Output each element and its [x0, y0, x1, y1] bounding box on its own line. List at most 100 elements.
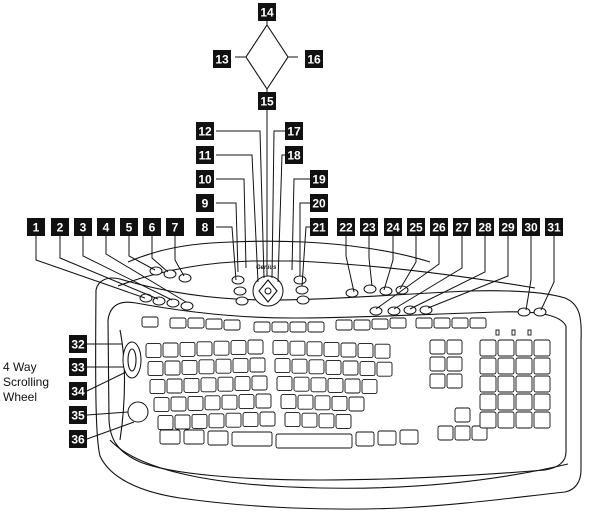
function-key[interactable] [469, 317, 487, 329]
alpha-key[interactable] [200, 377, 217, 393]
alpha-key[interactable] [213, 340, 230, 356]
alpha-key[interactable] [297, 394, 314, 410]
alpha-key[interactable] [323, 341, 340, 357]
bottom-row-key[interactable] [275, 433, 353, 449]
hotkey-button[interactable] [152, 296, 166, 306]
function-key[interactable] [169, 317, 187, 329]
hotkey-button[interactable] [295, 285, 309, 295]
numpad-key[interactable] [497, 339, 515, 357]
function-key[interactable] [433, 317, 451, 329]
alpha-key[interactable] [272, 340, 289, 356]
numpad-key[interactable] [497, 411, 515, 429]
alpha-key[interactable] [306, 341, 323, 357]
alpha-key[interactable] [164, 360, 181, 376]
bottom-row-key[interactable] [183, 429, 205, 445]
numpad-key[interactable] [533, 339, 551, 357]
hotkey-button[interactable] [178, 273, 192, 283]
alpha-key[interactable] [170, 396, 187, 412]
navigation-key[interactable] [446, 373, 463, 389]
alpha-key[interactable] [280, 394, 297, 410]
hotkey-button[interactable] [231, 275, 245, 285]
alpha-key[interactable] [274, 358, 291, 374]
function-key[interactable] [223, 319, 241, 331]
arrow-key[interactable] [437, 425, 454, 441]
alpha-key[interactable] [215, 358, 232, 374]
alpha-key[interactable] [325, 359, 342, 375]
alpha-key[interactable] [217, 376, 234, 392]
function-key[interactable] [253, 321, 271, 333]
numpad-key[interactable] [515, 375, 533, 393]
alpha-key[interactable] [340, 342, 357, 358]
function-key[interactable] [307, 321, 325, 333]
function-key[interactable] [187, 317, 205, 329]
alpha-key[interactable] [310, 377, 327, 393]
numpad-key[interactable] [515, 357, 533, 375]
alpha-key[interactable] [348, 396, 365, 412]
function-key[interactable] [353, 319, 371, 331]
hotkey-button[interactable] [387, 306, 401, 316]
numpad-key[interactable] [479, 393, 497, 411]
function-key[interactable] [141, 316, 159, 328]
navigation-key[interactable] [446, 339, 463, 355]
numpad-key[interactable] [515, 339, 533, 357]
alpha-key[interactable] [314, 395, 331, 411]
function-key[interactable] [289, 321, 307, 333]
alpha-key[interactable] [276, 376, 293, 392]
hotkey-button[interactable] [296, 295, 310, 305]
alpha-key[interactable] [174, 414, 191, 430]
navigation-pad-center[interactable] [264, 287, 272, 295]
hotkey-button[interactable] [180, 301, 194, 311]
numpad-key[interactable] [515, 393, 533, 411]
side-round-button[interactable] [127, 401, 149, 423]
numpad-key[interactable] [479, 339, 497, 357]
navigation-key[interactable] [429, 373, 446, 389]
alpha-key[interactable] [145, 343, 162, 359]
hotkey-button[interactable] [233, 286, 247, 296]
numpad-key[interactable] [497, 357, 515, 375]
numpad-key[interactable] [479, 375, 497, 393]
alpha-key[interactable] [291, 358, 308, 374]
alpha-key[interactable] [293, 376, 310, 392]
function-key[interactable] [271, 321, 289, 333]
alpha-key[interactable] [225, 412, 242, 428]
alpha-key[interactable] [232, 358, 249, 374]
alpha-key[interactable] [376, 361, 393, 377]
function-key[interactable] [389, 317, 407, 329]
alpha-key[interactable] [187, 395, 204, 411]
alpha-key[interactable] [344, 378, 361, 394]
hotkey-button[interactable] [517, 307, 531, 317]
bottom-row-key[interactable] [207, 430, 229, 446]
alpha-key[interactable] [196, 341, 213, 357]
bottom-row-key[interactable] [231, 431, 273, 447]
alpha-key[interactable] [234, 376, 251, 392]
arrow-key[interactable] [454, 407, 471, 423]
alpha-key[interactable] [230, 340, 247, 356]
alpha-key[interactable] [342, 360, 359, 376]
numpad-key[interactable] [479, 411, 497, 429]
function-key[interactable] [335, 319, 353, 331]
alpha-key[interactable] [301, 412, 318, 428]
alpha-key[interactable] [147, 361, 164, 377]
function-key[interactable] [451, 317, 469, 329]
alpha-key[interactable] [374, 343, 391, 359]
alpha-key[interactable] [221, 394, 238, 410]
alpha-key[interactable] [331, 395, 348, 411]
numpad-key[interactable] [479, 357, 497, 375]
alpha-key[interactable] [191, 413, 208, 429]
alpha-key[interactable] [238, 394, 255, 410]
numpad-key[interactable] [497, 393, 515, 411]
navigation-key[interactable] [446, 356, 463, 372]
alpha-key[interactable] [157, 415, 174, 431]
function-key[interactable] [415, 317, 433, 329]
alpha-key[interactable] [153, 397, 170, 413]
hotkey-button[interactable] [163, 269, 177, 279]
numpad-key[interactable] [515, 411, 533, 429]
navigation-key[interactable] [429, 339, 446, 355]
bottom-row-key[interactable] [399, 429, 419, 445]
alpha-key[interactable] [289, 340, 306, 356]
alpha-key[interactable] [183, 377, 200, 393]
hotkey-button[interactable] [235, 296, 249, 306]
alpha-key[interactable] [251, 375, 268, 391]
alpha-key[interactable] [327, 377, 344, 393]
arrow-key[interactable] [471, 425, 488, 441]
